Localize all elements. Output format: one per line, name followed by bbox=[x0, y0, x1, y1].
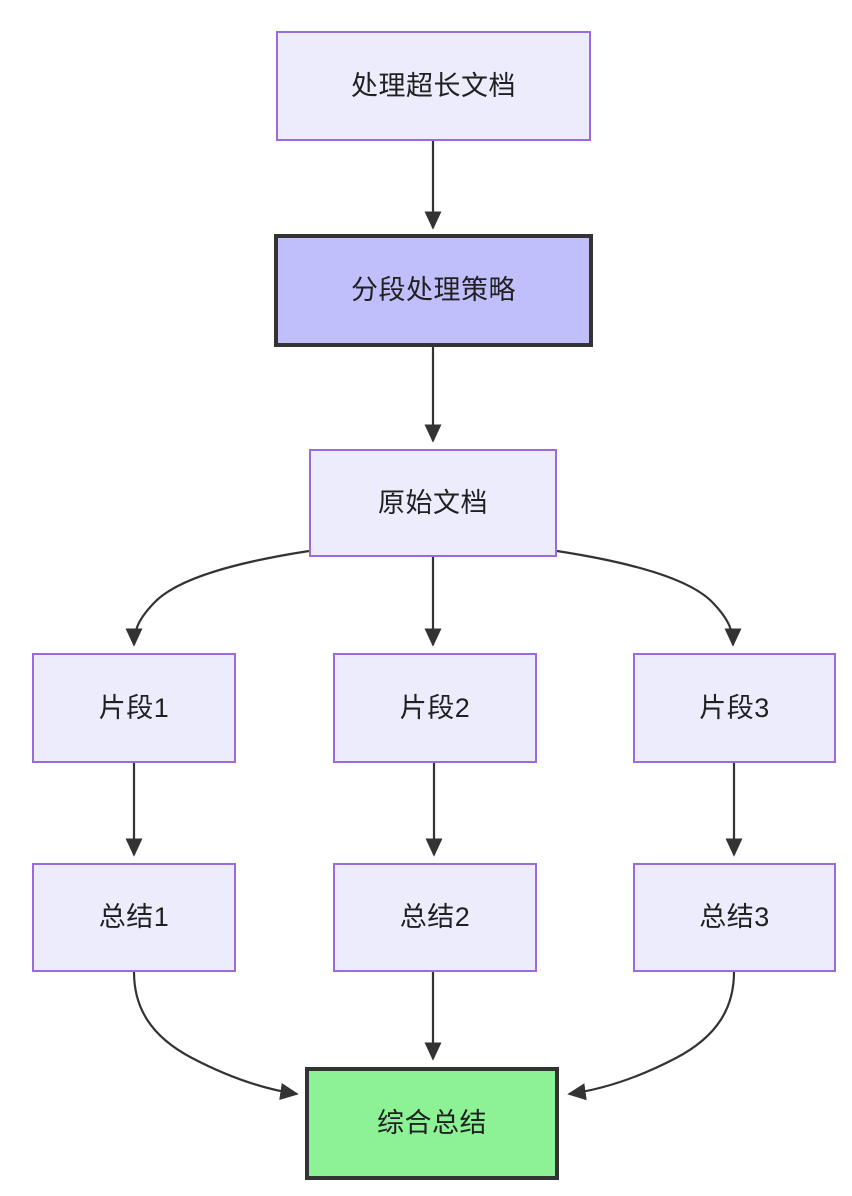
node-strategy[interactable]: 分段处理策略 bbox=[274, 234, 593, 347]
node-segment-2[interactable]: 片段2 bbox=[333, 653, 537, 763]
node-segment-3[interactable]: 片段3 bbox=[633, 653, 836, 763]
edge-source-to-seg3 bbox=[556, 549, 742, 647]
node-segment-1[interactable]: 片段1 bbox=[32, 653, 236, 763]
node-start[interactable]: 处理超长文档 bbox=[276, 31, 591, 141]
node-summary-1[interactable]: 总结1 bbox=[32, 863, 236, 972]
node-summary-3[interactable]: 总结3 bbox=[633, 863, 836, 972]
edge-sum3-to-final bbox=[567, 971, 736, 1101]
edge-sum1-to-final bbox=[132, 971, 299, 1101]
node-final-summary[interactable]: 综合总结 bbox=[305, 1067, 559, 1180]
node-source-document[interactable]: 原始文档 bbox=[309, 449, 557, 557]
edge-source-to-seg1 bbox=[125, 549, 310, 647]
node-summary-2[interactable]: 总结2 bbox=[333, 863, 537, 972]
